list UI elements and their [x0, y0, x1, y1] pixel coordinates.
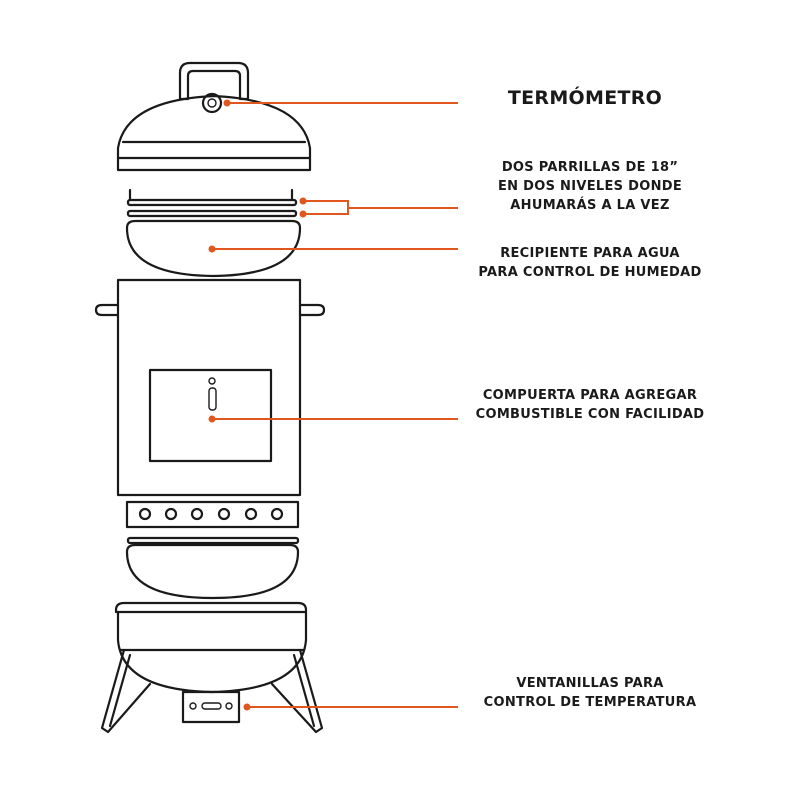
callout-line: COMBUSTIBLE CON FACILIDAD — [475, 407, 705, 422]
leg-left — [100, 648, 152, 734]
lid — [116, 61, 312, 172]
callout-line: CONTROL DE TEMPERATURA — [483, 695, 697, 710]
callout-line: VENTANILLAS PARA — [516, 676, 664, 691]
base-bowl — [100, 601, 324, 734]
door-latch-ring — [208, 377, 216, 385]
vent-screw — [225, 702, 233, 710]
side-handle-left — [94, 303, 120, 317]
smoker-body — [94, 278, 326, 529]
body-shell — [116, 278, 302, 497]
vent-holes — [138, 507, 284, 521]
callout-grates: DOS PARRILLAS DE 18” EN DOS NIVELES DOND… — [470, 158, 710, 215]
callout-vents: VENTANILLAS PARA CONTROL DE TEMPERATURA — [460, 674, 720, 712]
vent-hole — [217, 507, 231, 521]
water-pan — [125, 219, 302, 278]
thermometer-dial-center — [207, 98, 217, 108]
vent-hole — [164, 507, 178, 521]
vent-hole — [138, 507, 152, 521]
vent-screw — [189, 702, 197, 710]
cooking-grates — [126, 188, 298, 218]
callout-line: RECIPIENTE PARA AGUA — [500, 246, 680, 261]
vent-hole — [244, 507, 258, 521]
door-latch — [208, 387, 217, 411]
charcoal-section — [125, 536, 300, 600]
side-handle-right — [298, 303, 326, 317]
callout-thermometer: TERMÓMETRO — [480, 87, 690, 109]
charcoal-grate — [126, 536, 300, 545]
leader-lines — [208, 99, 458, 711]
leg-left-inner — [108, 653, 132, 728]
charcoal-bowl — [125, 543, 300, 600]
leg-right-inner — [292, 653, 316, 728]
callout-line: AHUMARÁS A LA VEZ — [510, 198, 670, 213]
fuel-door — [148, 368, 273, 463]
grate-upper — [126, 198, 298, 207]
base-rim — [114, 601, 308, 614]
callout-line: TERMÓMETRO — [507, 87, 663, 109]
base-bowl-body — [116, 610, 308, 694]
vent-hole — [270, 507, 284, 521]
callout-line: DOS PARRILLAS DE 18” — [501, 160, 679, 175]
thermometer-dial — [201, 92, 223, 114]
bottom-vent-plate — [181, 690, 241, 724]
water-pan-bowl — [125, 219, 302, 278]
grate-lower — [126, 209, 298, 218]
leader-grates-bracket — [303, 200, 349, 215]
callout-line: COMPUERTA PARA AGREGAR — [482, 388, 698, 403]
vent-slot — [201, 702, 222, 710]
callout-water-pan: RECIPIENTE PARA AGUA PARA CONTROL DE HUM… — [460, 244, 720, 282]
vent-band — [125, 500, 300, 529]
callout-door: COMPUERTA PARA AGREGAR COMBUSTIBLE CON F… — [460, 386, 720, 424]
callout-line: PARA CONTROL DE HUMEDAD — [478, 265, 702, 280]
vent-hole — [190, 507, 204, 521]
lid-dome — [116, 94, 312, 172]
callout-line: EN DOS NIVELES DONDE — [497, 179, 683, 194]
